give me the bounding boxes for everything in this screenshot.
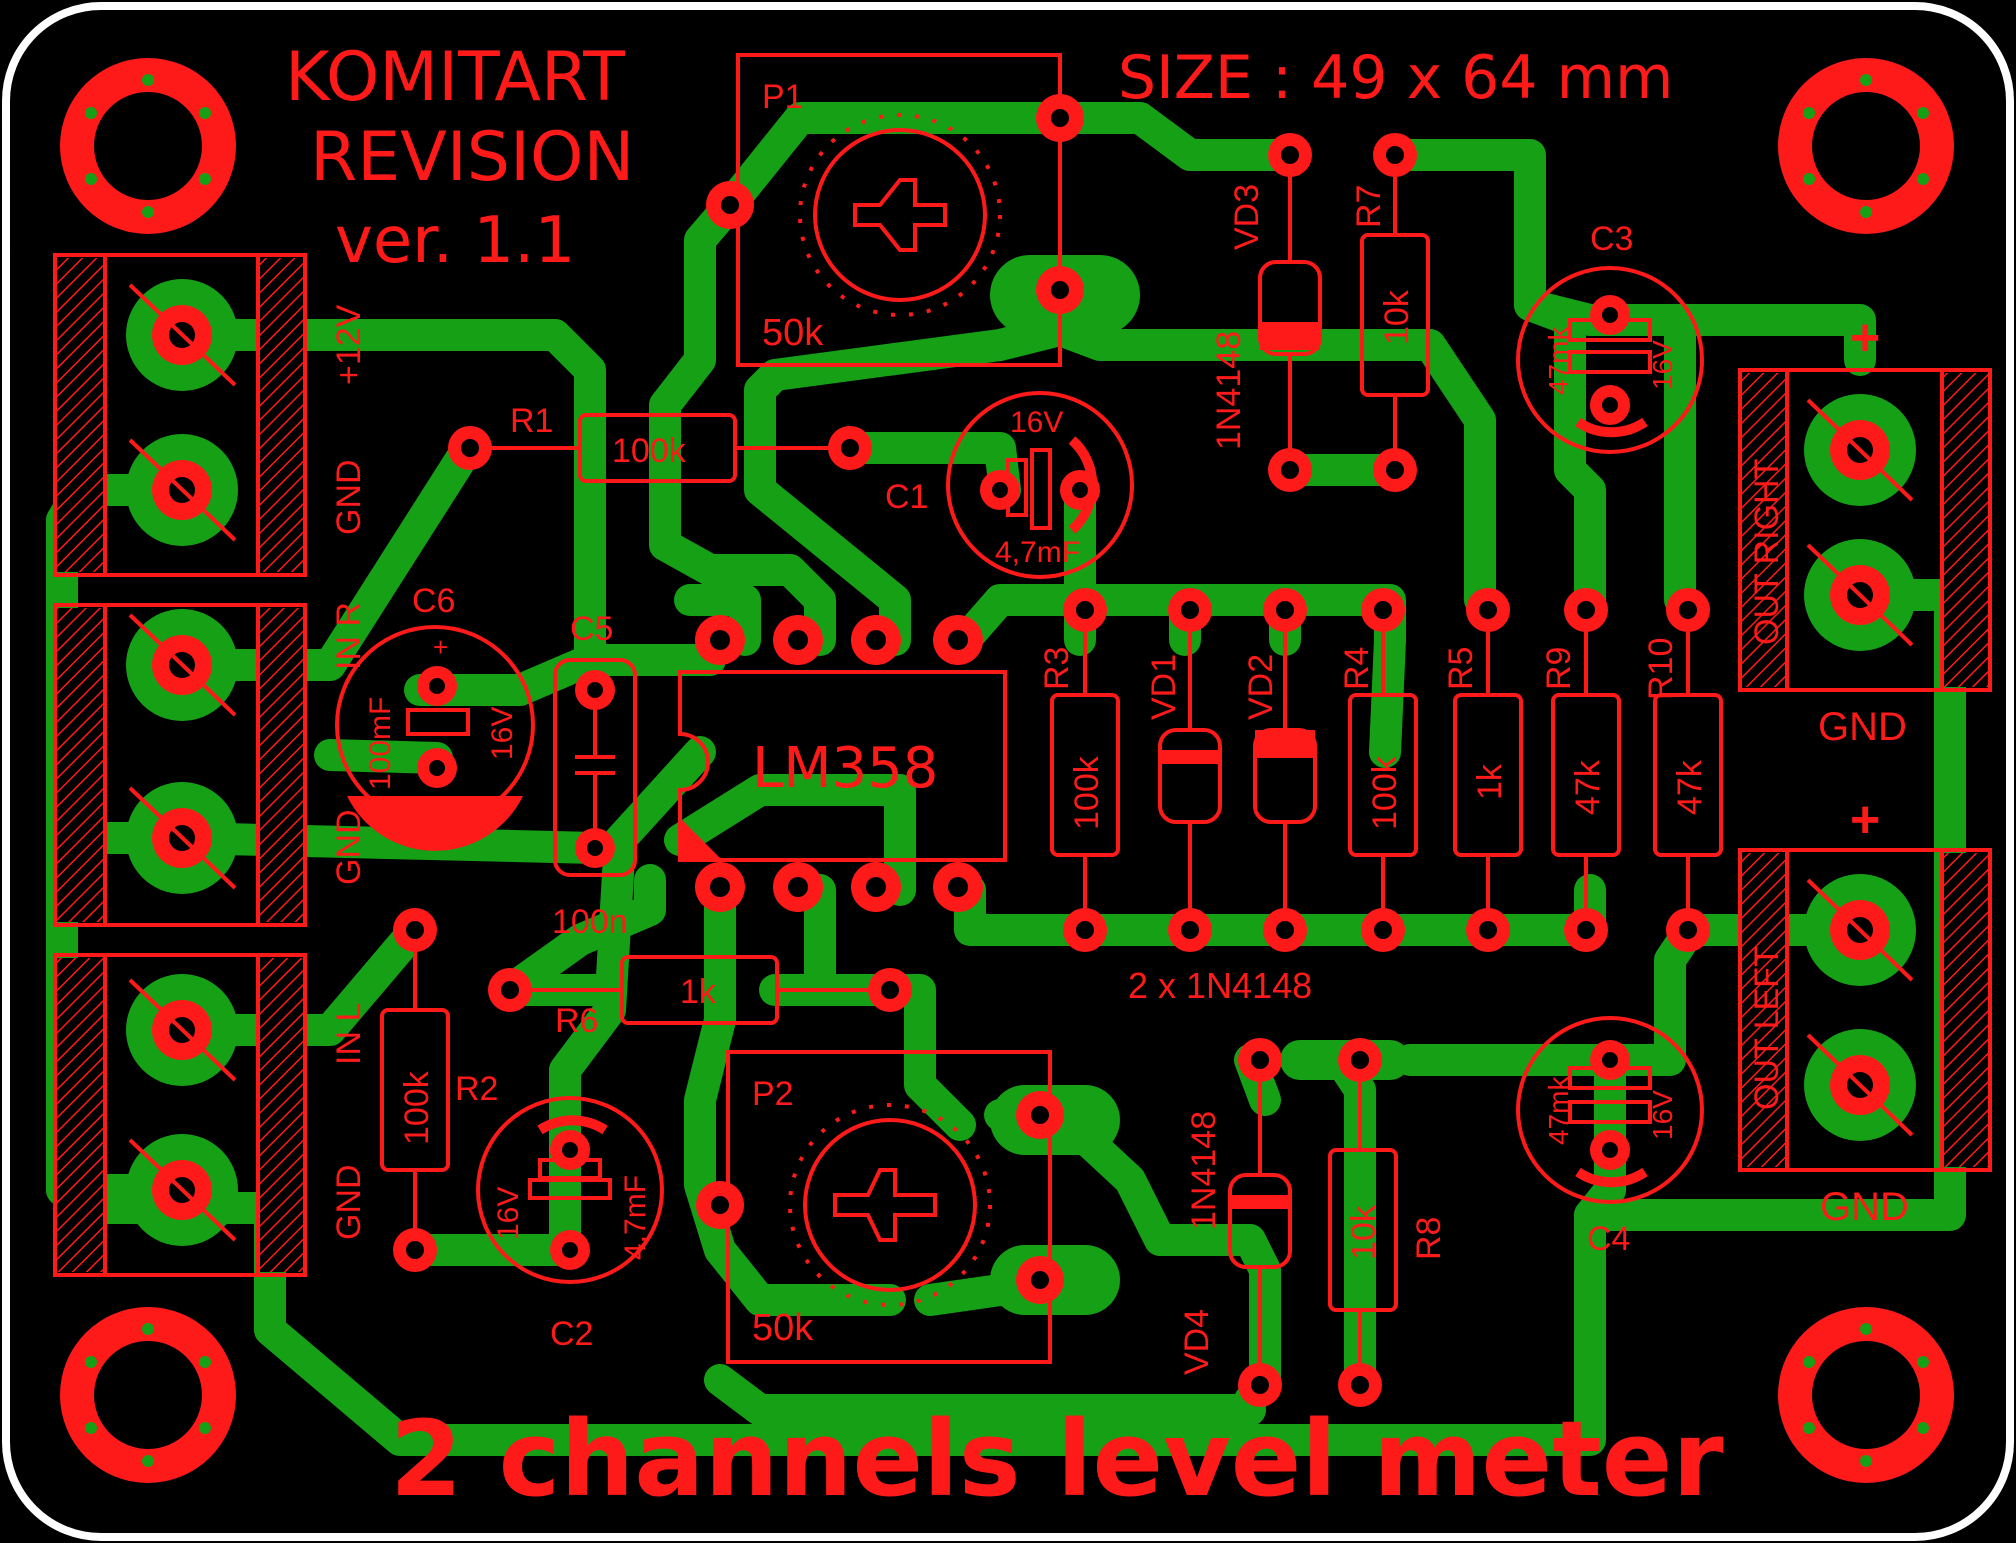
capacitor-c1-voltage: 16V bbox=[1010, 406, 1063, 439]
resistor-r5-ref: R5 bbox=[1442, 647, 1480, 690]
terminal-out-left bbox=[1738, 848, 1992, 1172]
resistor-r8-body bbox=[1328, 1148, 1398, 1312]
conn-in-l-label: IN L bbox=[330, 1003, 368, 1065]
terminal-out-right bbox=[1738, 368, 1992, 692]
capacitor-c1-value: 4,7mF bbox=[995, 536, 1080, 569]
mounting-hole-br bbox=[1778, 1307, 1954, 1483]
pot-p1-value: 50k bbox=[762, 312, 824, 354]
conn-gnd-left: GND bbox=[1820, 1185, 1909, 1229]
capacitor-c5-value: 100n bbox=[552, 903, 628, 941]
conn-supply-label: +12V bbox=[330, 304, 368, 385]
mounting-holes bbox=[60, 58, 1954, 1483]
conn-plus-left: + bbox=[1850, 791, 1880, 849]
capacitor-c1-ref: C1 bbox=[885, 478, 928, 516]
terminal-in-r bbox=[53, 603, 307, 927]
diode-vd4-ref: VD4 bbox=[1178, 1309, 1216, 1375]
capacitor-c6-value: 100mF bbox=[364, 697, 397, 790]
terminal-power bbox=[53, 253, 307, 577]
capacitor-c2-voltage: 16V bbox=[492, 1187, 525, 1240]
capacitor-c2-ref: C2 bbox=[550, 1315, 593, 1353]
capacitor-c3-value: 47mk bbox=[1543, 326, 1574, 395]
version-label: ver. 1.1 bbox=[335, 204, 575, 278]
resistor-r1-value: 100k bbox=[612, 432, 687, 470]
size-label: SIZE : 49 x 64 mm bbox=[1118, 43, 1673, 113]
resistor-r4-ref: R4 bbox=[1338, 647, 1376, 690]
capacitor-c3-ref: C3 bbox=[1590, 220, 1633, 258]
resistor-r5-value: 1k bbox=[1471, 763, 1509, 800]
diode-vd3-ref: VD3 bbox=[1228, 184, 1266, 250]
capacitor-c4-ref: C4 bbox=[1587, 1220, 1630, 1258]
pot-p1-ref: P1 bbox=[762, 78, 804, 116]
capacitor-c3-voltage: 16V bbox=[1647, 340, 1678, 390]
capacitor-c6-ref: C6 bbox=[412, 582, 455, 620]
capacitor-c2-value: 4,7mF bbox=[619, 1175, 652, 1260]
resistor-r2-value: 100k bbox=[398, 1070, 436, 1145]
conn-gnd-label-1: GND bbox=[330, 459, 368, 535]
diode-vd2-ref: VD2 bbox=[1242, 654, 1280, 720]
capacitor-c4-value: 47mk bbox=[1543, 1076, 1574, 1145]
capacitor-c3-body bbox=[1516, 266, 1704, 454]
resistor-r3-ref: R3 bbox=[1038, 647, 1076, 690]
resistor-r8-ref: R8 bbox=[1410, 1217, 1448, 1260]
diode-vd4-value: 1N4148 bbox=[1185, 1111, 1223, 1230]
resistor-r9-value: 47k bbox=[1569, 759, 1607, 815]
terminal-in-l bbox=[53, 953, 307, 1277]
board-title: 2 channels level meter bbox=[390, 1398, 1724, 1520]
mounting-hole-tl bbox=[60, 58, 236, 234]
resistor-r4-value: 100k bbox=[1366, 755, 1404, 830]
capacitor-c6-polarity: + bbox=[433, 632, 448, 662]
conn-in-r-label: IN R bbox=[330, 602, 368, 670]
diode-vd4-body bbox=[1228, 1080, 1292, 1370]
resistor-r6-value: 1k bbox=[680, 973, 717, 1011]
resistor-r8-value: 10k bbox=[1345, 1204, 1383, 1260]
revision-label: REVISION bbox=[310, 118, 634, 197]
terminal-screws bbox=[128, 283, 1914, 1242]
resistor-r2-ref: R2 bbox=[455, 1070, 498, 1108]
conn-gnd-label-2: GND bbox=[330, 809, 368, 885]
capacitor-c6-voltage: 16V bbox=[486, 707, 519, 760]
diode-vd1-ref: VD1 bbox=[1145, 654, 1183, 720]
silkscreen-fills bbox=[347, 322, 1648, 1209]
resistor-r9-ref: R9 bbox=[1540, 647, 1578, 690]
diode-vd3-body bbox=[1258, 175, 1322, 450]
resistor-r7-value: 10k bbox=[1378, 289, 1416, 345]
conn-plus-right: + bbox=[1850, 309, 1880, 367]
conn-gnd-label-3: GND bbox=[330, 1164, 368, 1240]
pot-p2-ref: P2 bbox=[752, 1075, 794, 1113]
capacitor-c5-ref: C5 bbox=[570, 610, 613, 648]
conn-out-right-label: OUT RIGHT bbox=[1748, 459, 1786, 645]
resistor-r1-ref: R1 bbox=[510, 402, 553, 440]
resistor-r10-ref: R10 bbox=[1642, 638, 1680, 700]
silkscreen-outlines bbox=[335, 53, 1723, 1370]
diode-vd1-body bbox=[1158, 630, 1222, 912]
ic-ref-label: LM358 bbox=[752, 736, 938, 801]
mounting-hole-tr bbox=[1778, 58, 1954, 234]
mounting-hole-bl bbox=[60, 1307, 236, 1483]
resistor-r6-ref: R6 bbox=[555, 1002, 598, 1040]
resistor-r10-value: 47k bbox=[1671, 759, 1709, 815]
diode-vd3-value: 1N4148 bbox=[1210, 331, 1248, 450]
diode-pair-note: 2 x 1N4148 bbox=[1128, 965, 1312, 1006]
brand-label: KOMITART bbox=[285, 38, 625, 117]
resistor-r7-ref: R7 bbox=[1350, 185, 1388, 228]
conn-out-left-label: OUT LEFT bbox=[1748, 946, 1786, 1110]
capacitor-c4-body bbox=[1516, 1016, 1704, 1204]
capacitor-c2-body bbox=[476, 1096, 664, 1284]
ic-lm358-outline bbox=[678, 670, 1007, 862]
capacitor-c4-voltage: 16V bbox=[1647, 1090, 1678, 1140]
th-pads bbox=[393, 94, 1710, 1407]
capacitor-c1-body bbox=[946, 391, 1134, 579]
silkscreen-text: KOMITART REVISION ver. 1.1 SIZE : 49 x 6… bbox=[285, 38, 1909, 1520]
terminal-blocks bbox=[53, 253, 1992, 1277]
pot-p2-value: 50k bbox=[752, 1307, 814, 1349]
conn-gnd-right: GND bbox=[1818, 705, 1907, 749]
resistor-r3-value: 100k bbox=[1068, 755, 1106, 830]
